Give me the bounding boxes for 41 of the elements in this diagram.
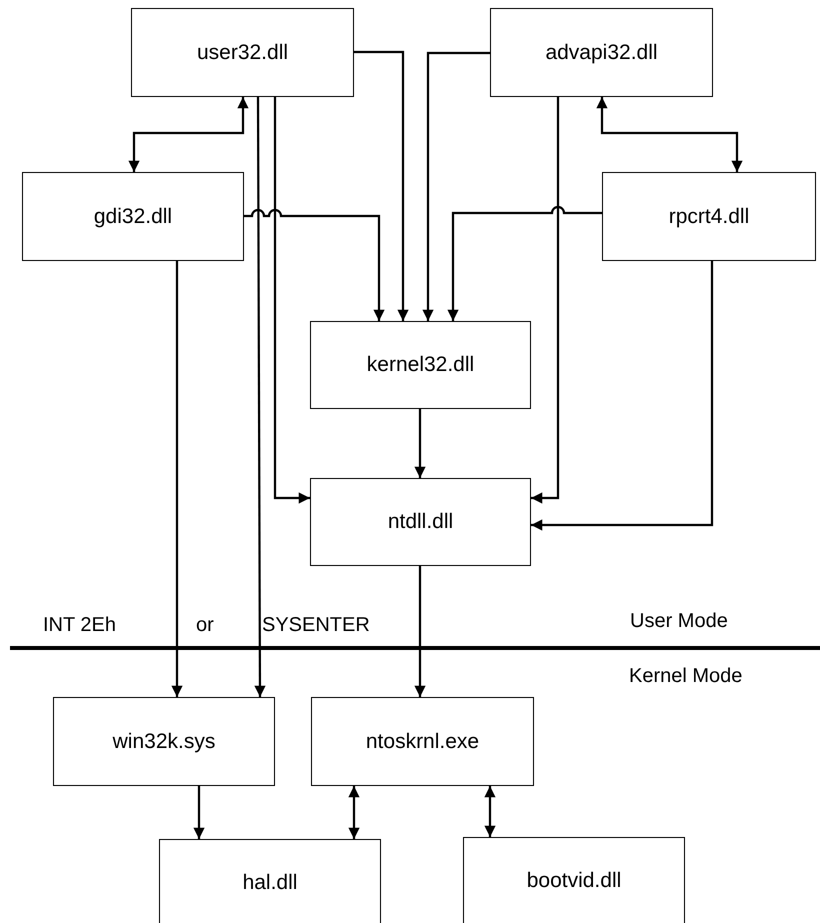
arrow <box>171 261 183 697</box>
arrow <box>244 209 385 321</box>
mode-label: User Mode <box>630 611 728 631</box>
module-box <box>131 8 354 97</box>
arrow <box>414 409 426 478</box>
module-name: hal.dll <box>242 871 298 895</box>
module-box <box>22 172 244 261</box>
module-box <box>310 321 531 409</box>
instruction-label: or <box>196 615 214 635</box>
module-box <box>310 478 531 566</box>
arrow <box>193 786 205 839</box>
arrow <box>531 261 714 531</box>
arrow <box>128 97 249 172</box>
module-name: bootvid.dll <box>526 869 622 893</box>
instruction-label: INT 2Eh <box>43 615 116 635</box>
module-box <box>602 172 816 261</box>
module-box <box>490 8 713 97</box>
module-name: user32.dll <box>196 40 288 64</box>
arrow <box>274 97 310 504</box>
module-name: ntdll.dll <box>388 510 454 534</box>
arrow <box>531 97 560 504</box>
mode-label: Kernel Mode <box>629 666 742 686</box>
module-name: kernel32.dll <box>366 353 474 377</box>
arrow <box>354 50 409 321</box>
module-name: gdi32.dll <box>94 204 172 228</box>
module-name: advapi32.dll <box>545 40 658 64</box>
module-name: win32k.sys <box>112 730 216 754</box>
module-box <box>53 697 275 786</box>
module-box <box>463 837 685 923</box>
arrow <box>447 206 602 321</box>
instruction-label: SYSENTER <box>262 615 370 635</box>
arrow <box>596 97 743 172</box>
module-name: rpcrt4.dll <box>668 204 750 228</box>
arrow <box>422 52 490 321</box>
arrow <box>254 97 266 697</box>
arrow <box>484 786 496 837</box>
arrow <box>348 786 360 839</box>
arrow <box>414 566 426 697</box>
module-box <box>311 697 534 786</box>
module-name: ntoskrnl.exe <box>366 730 480 754</box>
module-box <box>159 839 381 923</box>
